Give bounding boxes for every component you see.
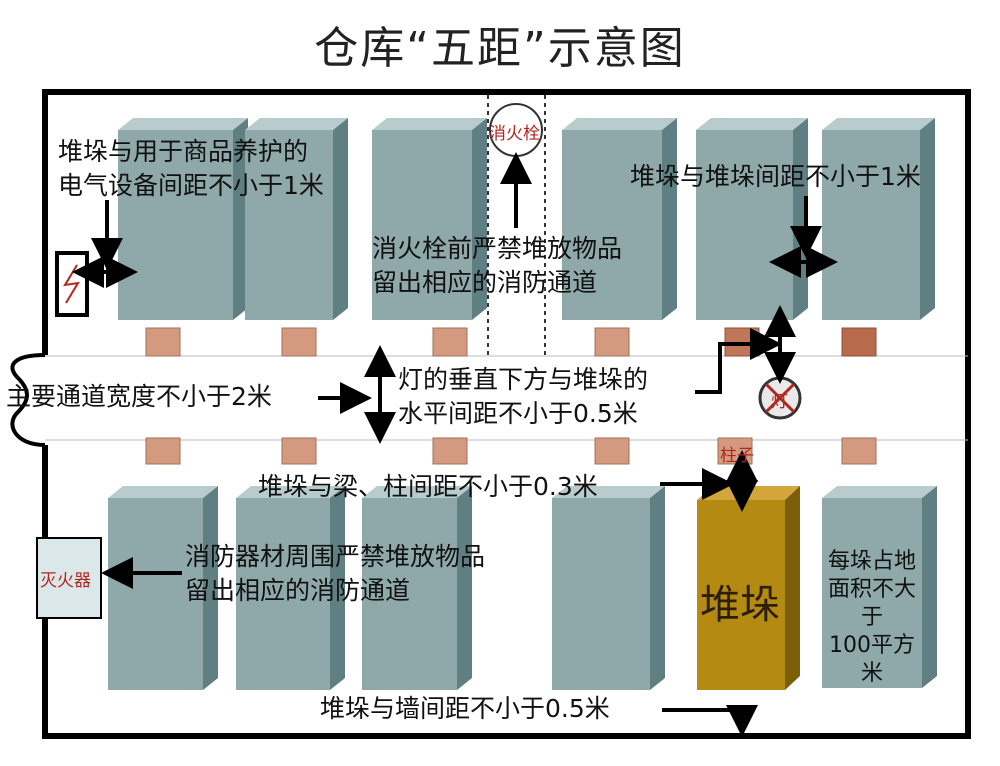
stack-box [362,486,472,690]
main-aisle-label: 主要通道宽度不小于2米 [6,382,272,411]
stack-box [118,118,248,320]
hydrant-tag: 消火栓 [489,124,540,144]
wall-distance-label: 堆垛与墙间距不小于0.5米 [320,694,610,723]
stack-box [552,486,665,690]
fire-extinguisher-box [36,537,102,619]
stack-box [822,118,935,320]
stack-bottom-row [108,486,937,690]
electrical-distance-label: 堆垛与用于商品养护的 电气设备间距不小于1米 [58,137,324,200]
pillar-row-bottom [145,437,877,465]
stack-box [822,486,937,688]
area-limit-label: 每垛占地 面积不大于 100平方米 [827,549,916,686]
stack-box [245,118,348,320]
lamp-icon [758,376,802,420]
annotation-arrows [72,152,838,737]
fire-extinguisher-tag: 灭火器 [40,571,91,591]
page-title: 仓库“五距”示意图 [314,23,686,74]
electrical-equipment-icon [55,251,89,317]
lamp-distance-label: 灯的垂直下方与堆垛的 水平间距不小于0.5米 [398,365,649,428]
lamp-tag: 灯 [771,392,788,412]
stack-box [236,486,345,690]
beam-column-distance-label: 堆垛与梁、柱间距不小于0.3米 [258,472,598,501]
stack-spacing-label: 堆垛与堆垛间距不小于1米 [630,162,921,191]
stack-box [108,486,218,690]
stack-top-row [118,118,935,320]
equipment-clearance-label: 消防器材周围严禁堆放物品 留出相应的消防通道 [185,542,486,605]
stack-box [372,118,487,320]
warehouse-wall [10,89,971,739]
highlight-stack-label: 堆垛 [700,582,780,628]
column-tag: 柱子 [720,446,754,466]
stack-box [562,118,677,320]
hydrant-clearance-label: 消火栓前严禁堆放物品 留出相应的消防通道 [372,234,623,297]
stack-box [696,118,808,320]
